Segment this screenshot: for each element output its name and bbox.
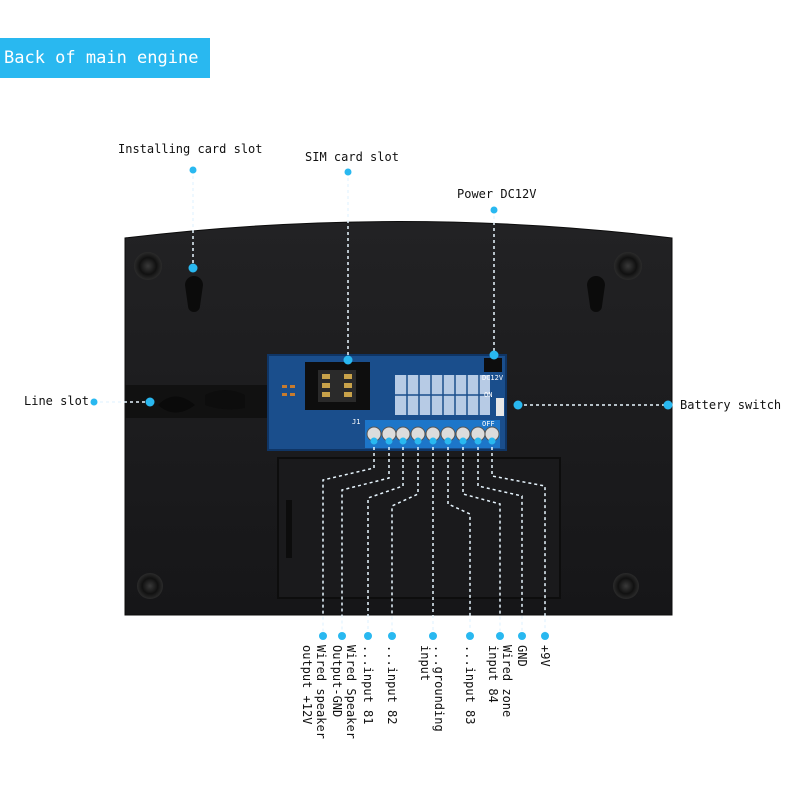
label-line-slot: Line slot bbox=[24, 394, 90, 408]
board-off-label: OFF bbox=[482, 420, 495, 428]
keyhole-slot-left bbox=[185, 276, 203, 312]
label-battery-switch: Battery switch bbox=[680, 398, 782, 412]
terminal-label-gnd: GND bbox=[515, 645, 529, 667]
label-sim-card-slot: SIM card slot bbox=[305, 150, 399, 164]
screw-bottom-right bbox=[613, 573, 639, 599]
power-jack bbox=[484, 358, 502, 372]
terminal-label-speaker-12v: Wired speaker output +12V bbox=[300, 645, 328, 739]
label-power: Power DC12V bbox=[457, 187, 537, 201]
board-on-label: ON bbox=[484, 391, 492, 399]
terminal-label-input-83: ...input 83 bbox=[463, 645, 477, 725]
banner-title: Back of main engine bbox=[0, 38, 210, 78]
terminal-label-input-84: Wired zone input 84 bbox=[486, 645, 514, 718]
terminal-label-9v: +9V bbox=[538, 645, 552, 667]
terminal-label-input-82: ...input 82 bbox=[385, 645, 399, 725]
battery-switch bbox=[496, 398, 504, 416]
keyhole-slot-right bbox=[587, 276, 605, 312]
board-j-label: J1 bbox=[352, 418, 360, 426]
board-dc-label: DC12V bbox=[482, 374, 504, 382]
screw-top-right bbox=[614, 252, 642, 280]
terminal-label-grounding: ...grounding input bbox=[418, 645, 446, 732]
terminal-label-speaker-gnd: Wired Speaker Output-GND bbox=[330, 645, 358, 739]
screw-top-left bbox=[134, 252, 162, 280]
label-installing-card-slot: Installing card slot bbox=[118, 142, 263, 156]
terminal-label-input-81: ...input 81 bbox=[361, 645, 375, 725]
battery-cover bbox=[277, 457, 561, 599]
screw-bottom-left bbox=[137, 573, 163, 599]
